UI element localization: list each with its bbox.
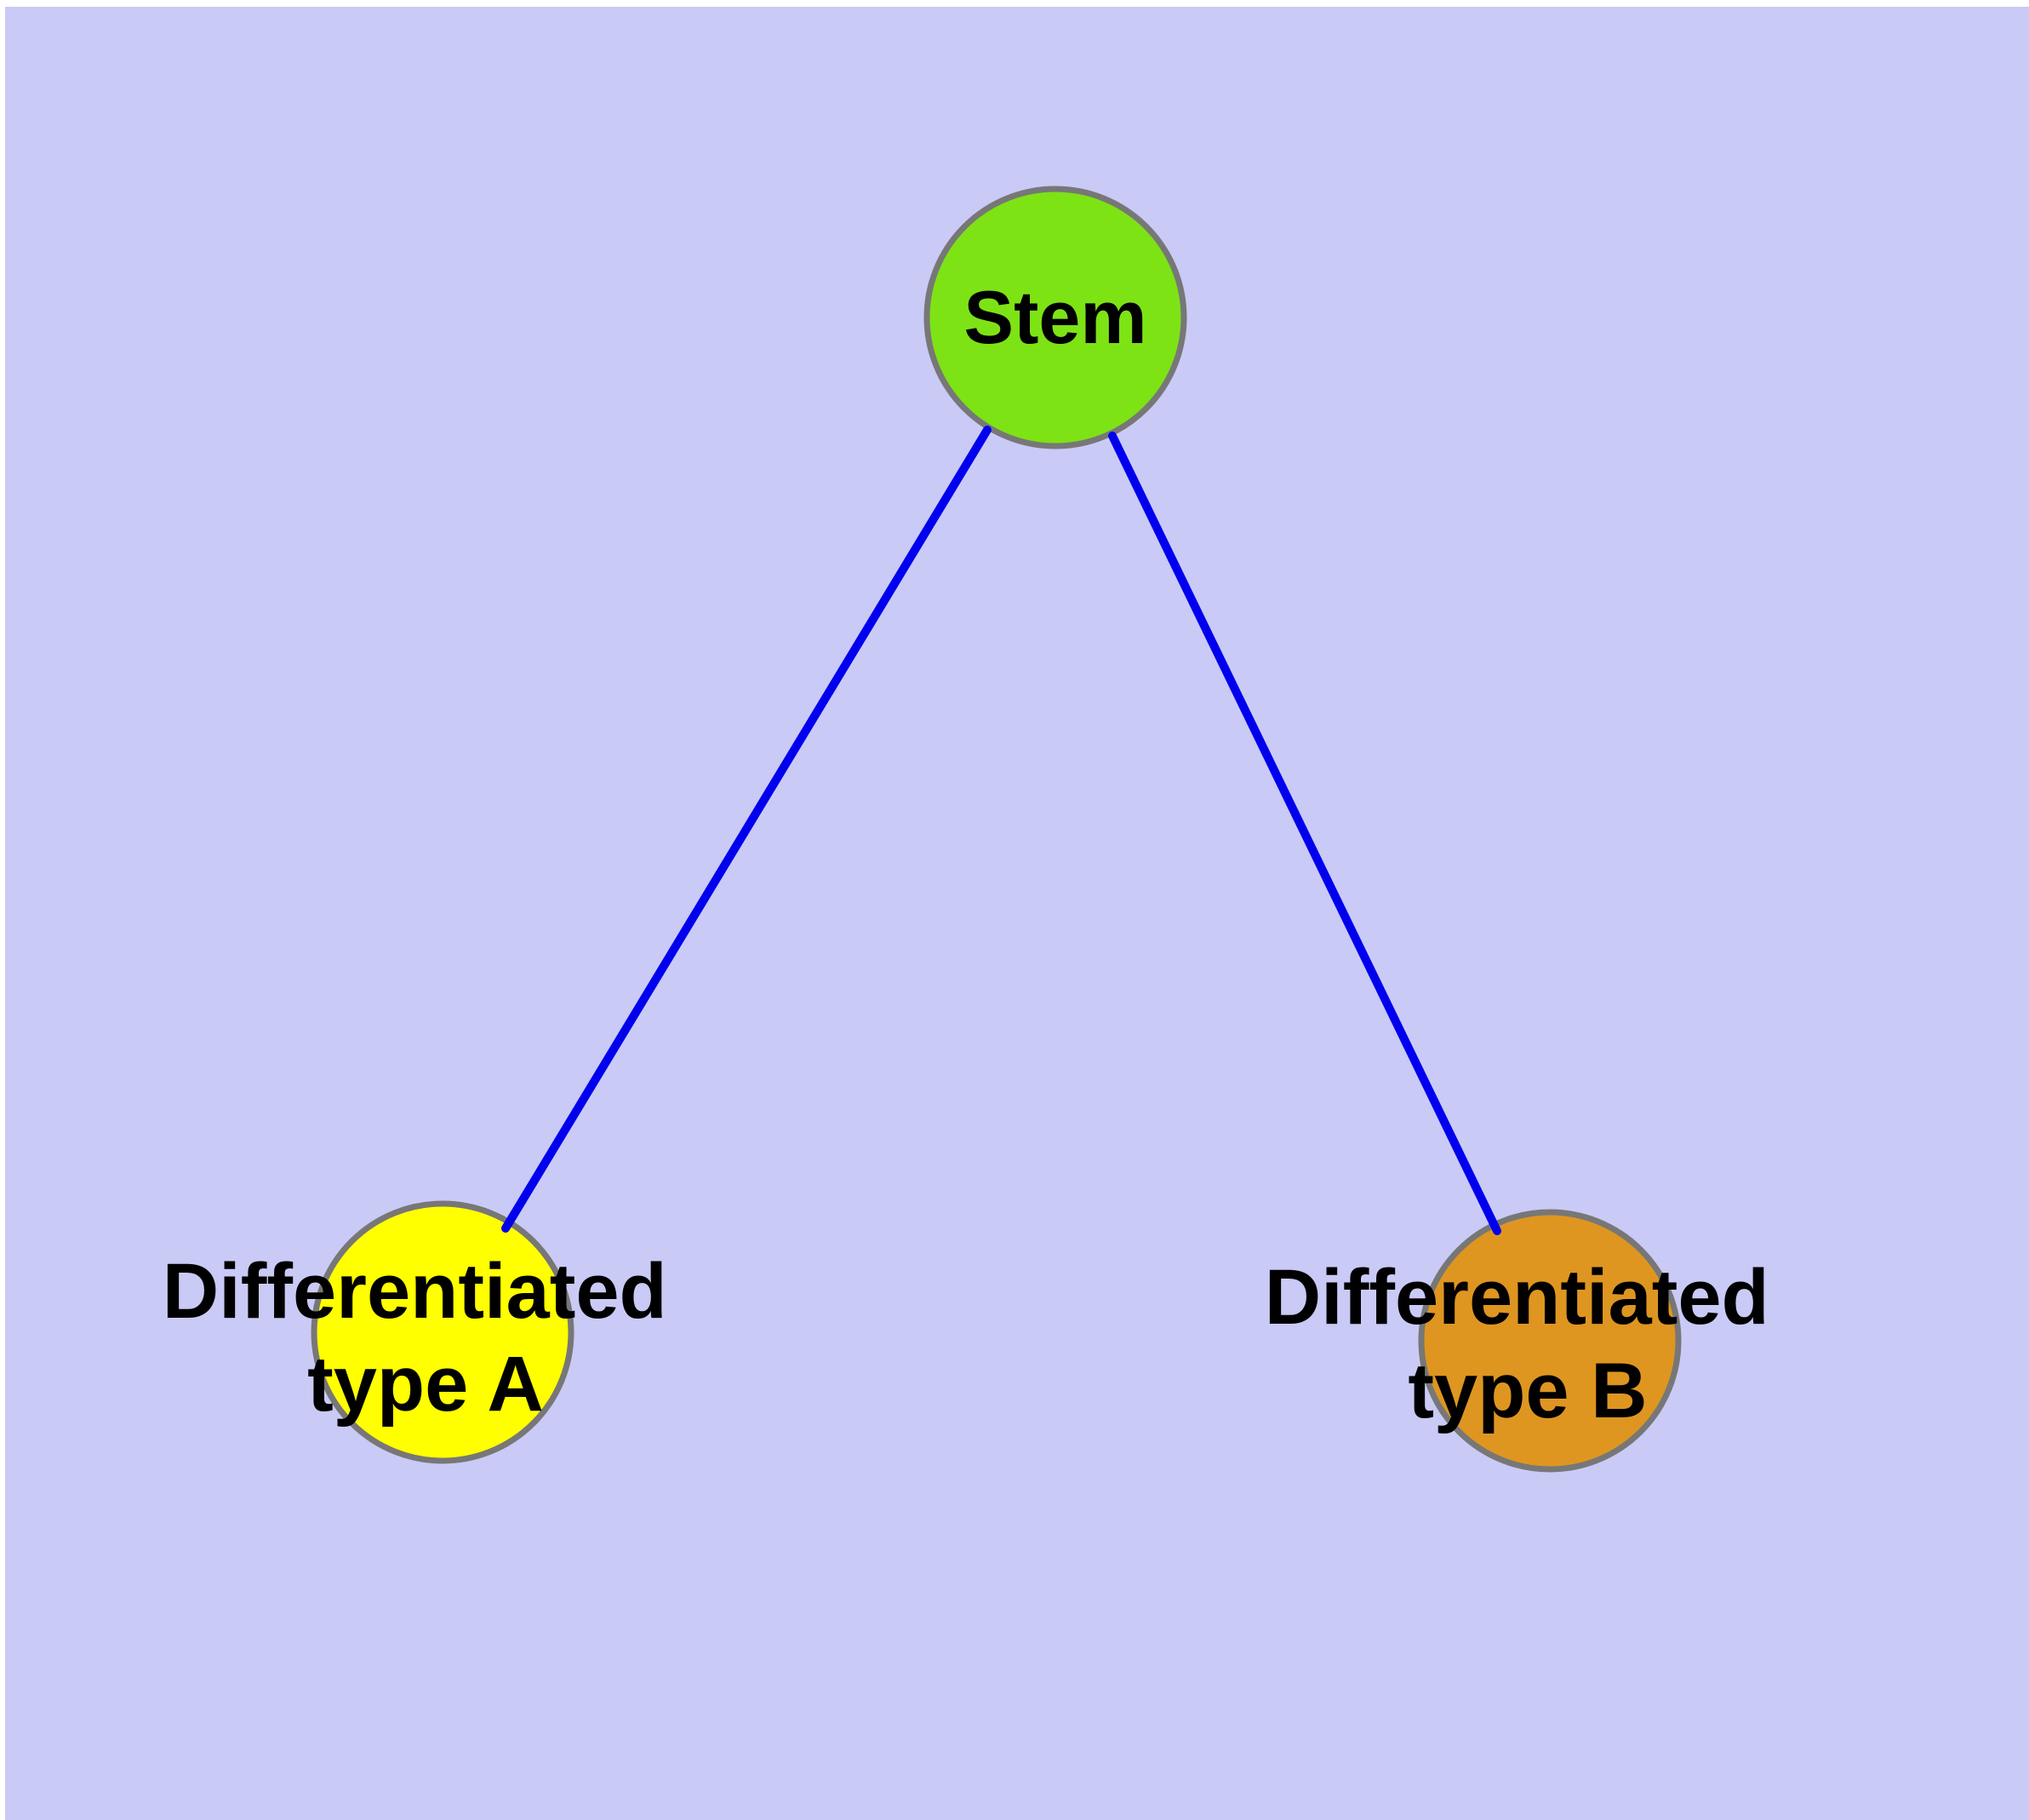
node-type-b-label-line2: type B: [1408, 1348, 1647, 1434]
node-type-b-label: Differentiated type B: [1265, 1254, 1792, 1434]
node-type-b-label-line1: Differentiated: [1265, 1254, 1769, 1341]
edge-stem-to-type-b: [1108, 432, 1501, 1235]
edge-stem-to-type-a: [501, 426, 992, 1233]
node-stem-label: Stem: [963, 275, 1146, 359]
node-type-a-label-line1: Differentiated: [163, 1248, 667, 1335]
node-type-a-circle: [311, 1200, 574, 1464]
node-type-a-label-line2: type A: [307, 1341, 544, 1428]
node-type-a-label: Differentiated type A: [163, 1248, 689, 1428]
node-stem-circle: [923, 186, 1187, 449]
node-type-b-circle: [1418, 1209, 1682, 1473]
